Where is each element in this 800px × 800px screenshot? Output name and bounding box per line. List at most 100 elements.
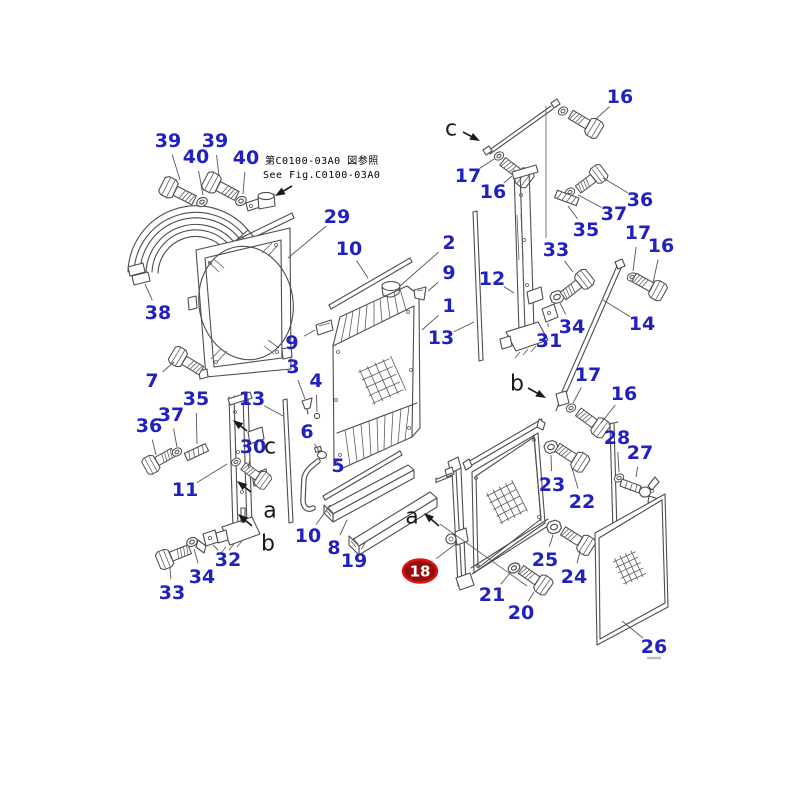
part-label-16[interactable]: 16 xyxy=(480,181,506,203)
radiator-top-tank-hatch xyxy=(340,288,407,343)
nut-25 xyxy=(545,518,563,536)
seal-strip-13-right xyxy=(472,210,484,362)
highlighted-part-callout[interactable] xyxy=(401,558,439,584)
oil-cooler-core-grid xyxy=(486,479,528,525)
part-label-16[interactable]: 16 xyxy=(607,86,633,108)
position-arrow xyxy=(237,481,248,491)
seal-strip-10-bottom xyxy=(322,450,403,501)
part-label-16[interactable]: 16 xyxy=(648,235,674,257)
part-label-24[interactable]: 24 xyxy=(561,566,587,588)
part-label-23[interactable]: 23 xyxy=(539,474,565,496)
part-label-14[interactable]: 14 xyxy=(629,313,655,335)
part-label-37[interactable]: 37 xyxy=(601,203,627,225)
cap-2 xyxy=(381,280,401,298)
part-label-33[interactable]: 33 xyxy=(543,239,569,261)
part-label-17[interactable]: 17 xyxy=(455,165,481,187)
bracket-32 xyxy=(195,529,219,554)
part-label-1[interactable]: 1 xyxy=(442,295,455,317)
bolt-22 xyxy=(551,438,592,475)
part-label-10[interactable]: 10 xyxy=(336,238,362,260)
part-label-34[interactable]: 34 xyxy=(559,316,585,338)
part-label-35[interactable]: 35 xyxy=(573,219,599,241)
part-label-19[interactable]: 19 xyxy=(341,550,367,572)
part-label-8[interactable]: 8 xyxy=(327,537,340,559)
part-label-7[interactable]: 7 xyxy=(145,370,158,392)
part-label-27[interactable]: 27 xyxy=(627,442,653,464)
part-label-40[interactable]: 40 xyxy=(233,147,259,169)
clamp-6 xyxy=(314,445,328,460)
reference-clamp-part xyxy=(245,191,276,212)
part-label-32[interactable]: 32 xyxy=(215,549,241,571)
part-label-12[interactable]: 12 xyxy=(479,268,505,290)
part-label-16[interactable]: 16 xyxy=(611,383,637,405)
bar-19 xyxy=(348,491,438,556)
part-label-13[interactable]: 13 xyxy=(428,327,454,349)
part-label-37[interactable]: 37 xyxy=(158,404,184,426)
part-label-13[interactable]: 13 xyxy=(239,388,265,410)
bar-8 xyxy=(323,464,415,523)
position-arrow xyxy=(535,389,546,398)
part-label-17[interactable]: 17 xyxy=(575,364,601,386)
part-label-4[interactable]: 4 xyxy=(309,370,322,392)
position-arrow xyxy=(275,187,286,196)
bolt-36-left xyxy=(140,443,179,477)
oil-cooler-assembly-18 xyxy=(435,418,552,591)
reference-note-en: See Fig.C0100-03A0 xyxy=(263,170,380,181)
part-label-22[interactable]: 22 xyxy=(569,491,595,513)
clip-9-right xyxy=(413,286,427,301)
support-bracket-12 xyxy=(499,164,549,359)
seal-strip-13-left xyxy=(282,398,294,524)
part-label-39[interactable]: 39 xyxy=(202,130,228,152)
part-label-29[interactable]: 29 xyxy=(324,206,350,228)
part-label-5[interactable]: 5 xyxy=(331,455,344,477)
radiator-assembly-1 xyxy=(332,285,421,469)
seal-strip-10-top xyxy=(328,257,413,310)
position-marker-b: b xyxy=(261,532,275,557)
part-label-9[interactable]: 9 xyxy=(442,262,455,284)
bracket-31 xyxy=(541,303,559,323)
part-label-21[interactable]: 21 xyxy=(479,584,505,606)
stay-rod-14 xyxy=(555,258,626,412)
position-arrow xyxy=(424,513,435,523)
part-label-36[interactable]: 36 xyxy=(136,415,162,437)
washer-30 xyxy=(229,456,243,468)
part-label-31[interactable]: 31 xyxy=(536,330,562,352)
position-marker-a: a xyxy=(405,505,418,530)
part-label-26[interactable]: 26 xyxy=(641,636,667,658)
highlighted-part-number[interactable]: 18 xyxy=(410,563,431,581)
position-arrow xyxy=(233,420,244,430)
net-panel-grid xyxy=(612,550,647,585)
position-arrow xyxy=(469,132,480,141)
part-label-6[interactable]: 6 xyxy=(300,421,313,443)
part-label-35[interactable]: 35 xyxy=(183,388,209,410)
part-label-34[interactable]: 34 xyxy=(189,566,215,588)
part-label-39[interactable]: 39 xyxy=(155,130,181,152)
annotation-layer: 3940394029103872911312934353736133065111… xyxy=(136,86,674,658)
radiator-core-grid xyxy=(358,355,407,405)
tie-rod-top xyxy=(482,98,561,238)
part-label-40[interactable]: 40 xyxy=(183,146,209,168)
part-label-17[interactable]: 17 xyxy=(625,222,651,244)
part-label-28[interactable]: 28 xyxy=(604,427,630,449)
part-label-25[interactable]: 25 xyxy=(532,549,558,571)
radiator-bottom-tank-hatch xyxy=(344,405,410,466)
reference-note-jp: 第C0100-03A0 図参照 xyxy=(265,154,379,167)
part-label-33[interactable]: 33 xyxy=(159,582,185,604)
clip-9-left xyxy=(315,319,334,336)
part-label-38[interactable]: 38 xyxy=(145,302,171,324)
part-label-36[interactable]: 36 xyxy=(627,189,653,211)
position-arrow xyxy=(238,514,249,524)
part-label-20[interactable]: 20 xyxy=(508,602,534,624)
part-label-3[interactable]: 3 xyxy=(286,356,299,378)
bolt-36-right xyxy=(572,162,610,198)
part-label-11[interactable]: 11 xyxy=(172,479,198,501)
part-label-2[interactable]: 2 xyxy=(442,232,455,254)
part-label-10[interactable]: 10 xyxy=(295,525,321,547)
part-label-9[interactable]: 9 xyxy=(285,332,298,354)
position-marker-c: c xyxy=(445,117,457,142)
bolt-16-rod-top xyxy=(628,268,670,303)
part-label-30[interactable]: 30 xyxy=(240,436,266,458)
position-marker-b: b xyxy=(510,372,524,397)
